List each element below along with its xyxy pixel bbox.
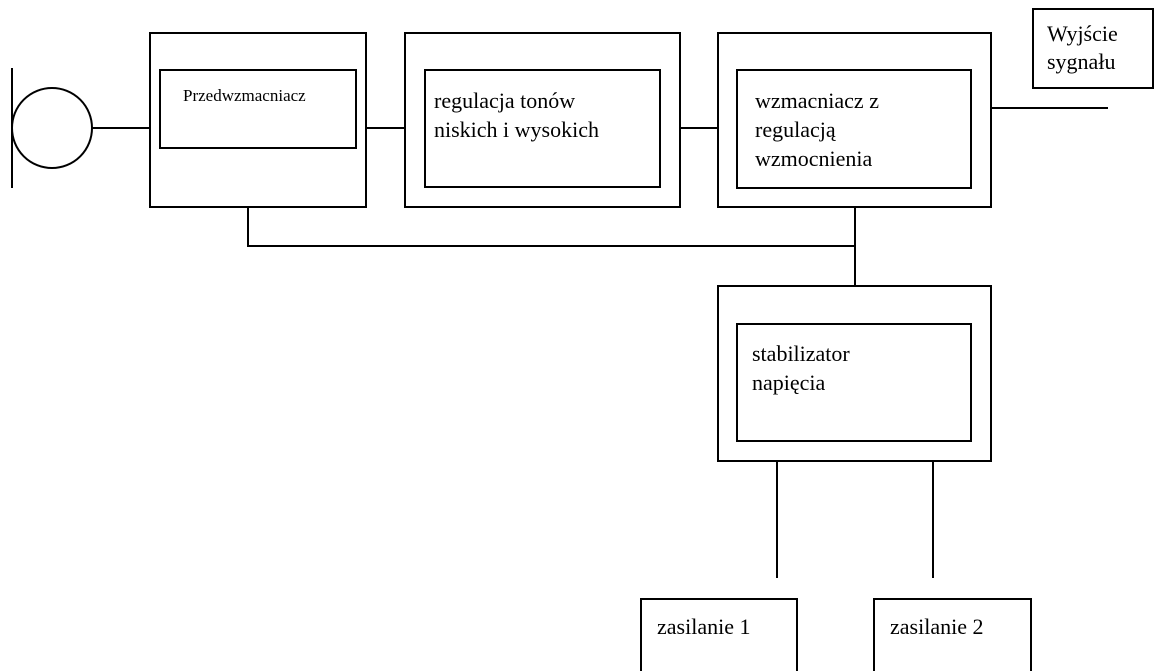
- stabilizer-label-line-2: napięcia: [752, 370, 826, 395]
- tone-control-label-line-1: regulacja tonów: [434, 88, 575, 113]
- microphone-icon: [11, 68, 93, 188]
- amplifier-label-line-2: regulacją: [755, 117, 836, 142]
- preamp-block: [149, 32, 367, 208]
- supply-1-box: [640, 598, 798, 671]
- amplifier-label-line-1: wzmacniacz z: [755, 88, 879, 113]
- supply-1-label: zasilanie 1: [657, 614, 750, 639]
- preamp-label: Przedwzmacniacz: [183, 86, 306, 105]
- supply-2-box: [873, 598, 1032, 671]
- output-label-box: [1032, 8, 1154, 89]
- supply-2-label: zasilanie 2: [890, 614, 983, 639]
- tone-control-label-line-2: niskich i wysokich: [434, 117, 599, 142]
- stabilizer-label-line-1: stabilizator: [752, 341, 850, 366]
- amplifier-label-line-3: wzmocnienia: [755, 146, 873, 171]
- wire-power-bus: [247, 207, 855, 247]
- output-label-line-1: Wyjście: [1047, 21, 1118, 46]
- tone-control-block: [404, 32, 681, 208]
- output-label-line-2: sygnału: [1047, 49, 1115, 74]
